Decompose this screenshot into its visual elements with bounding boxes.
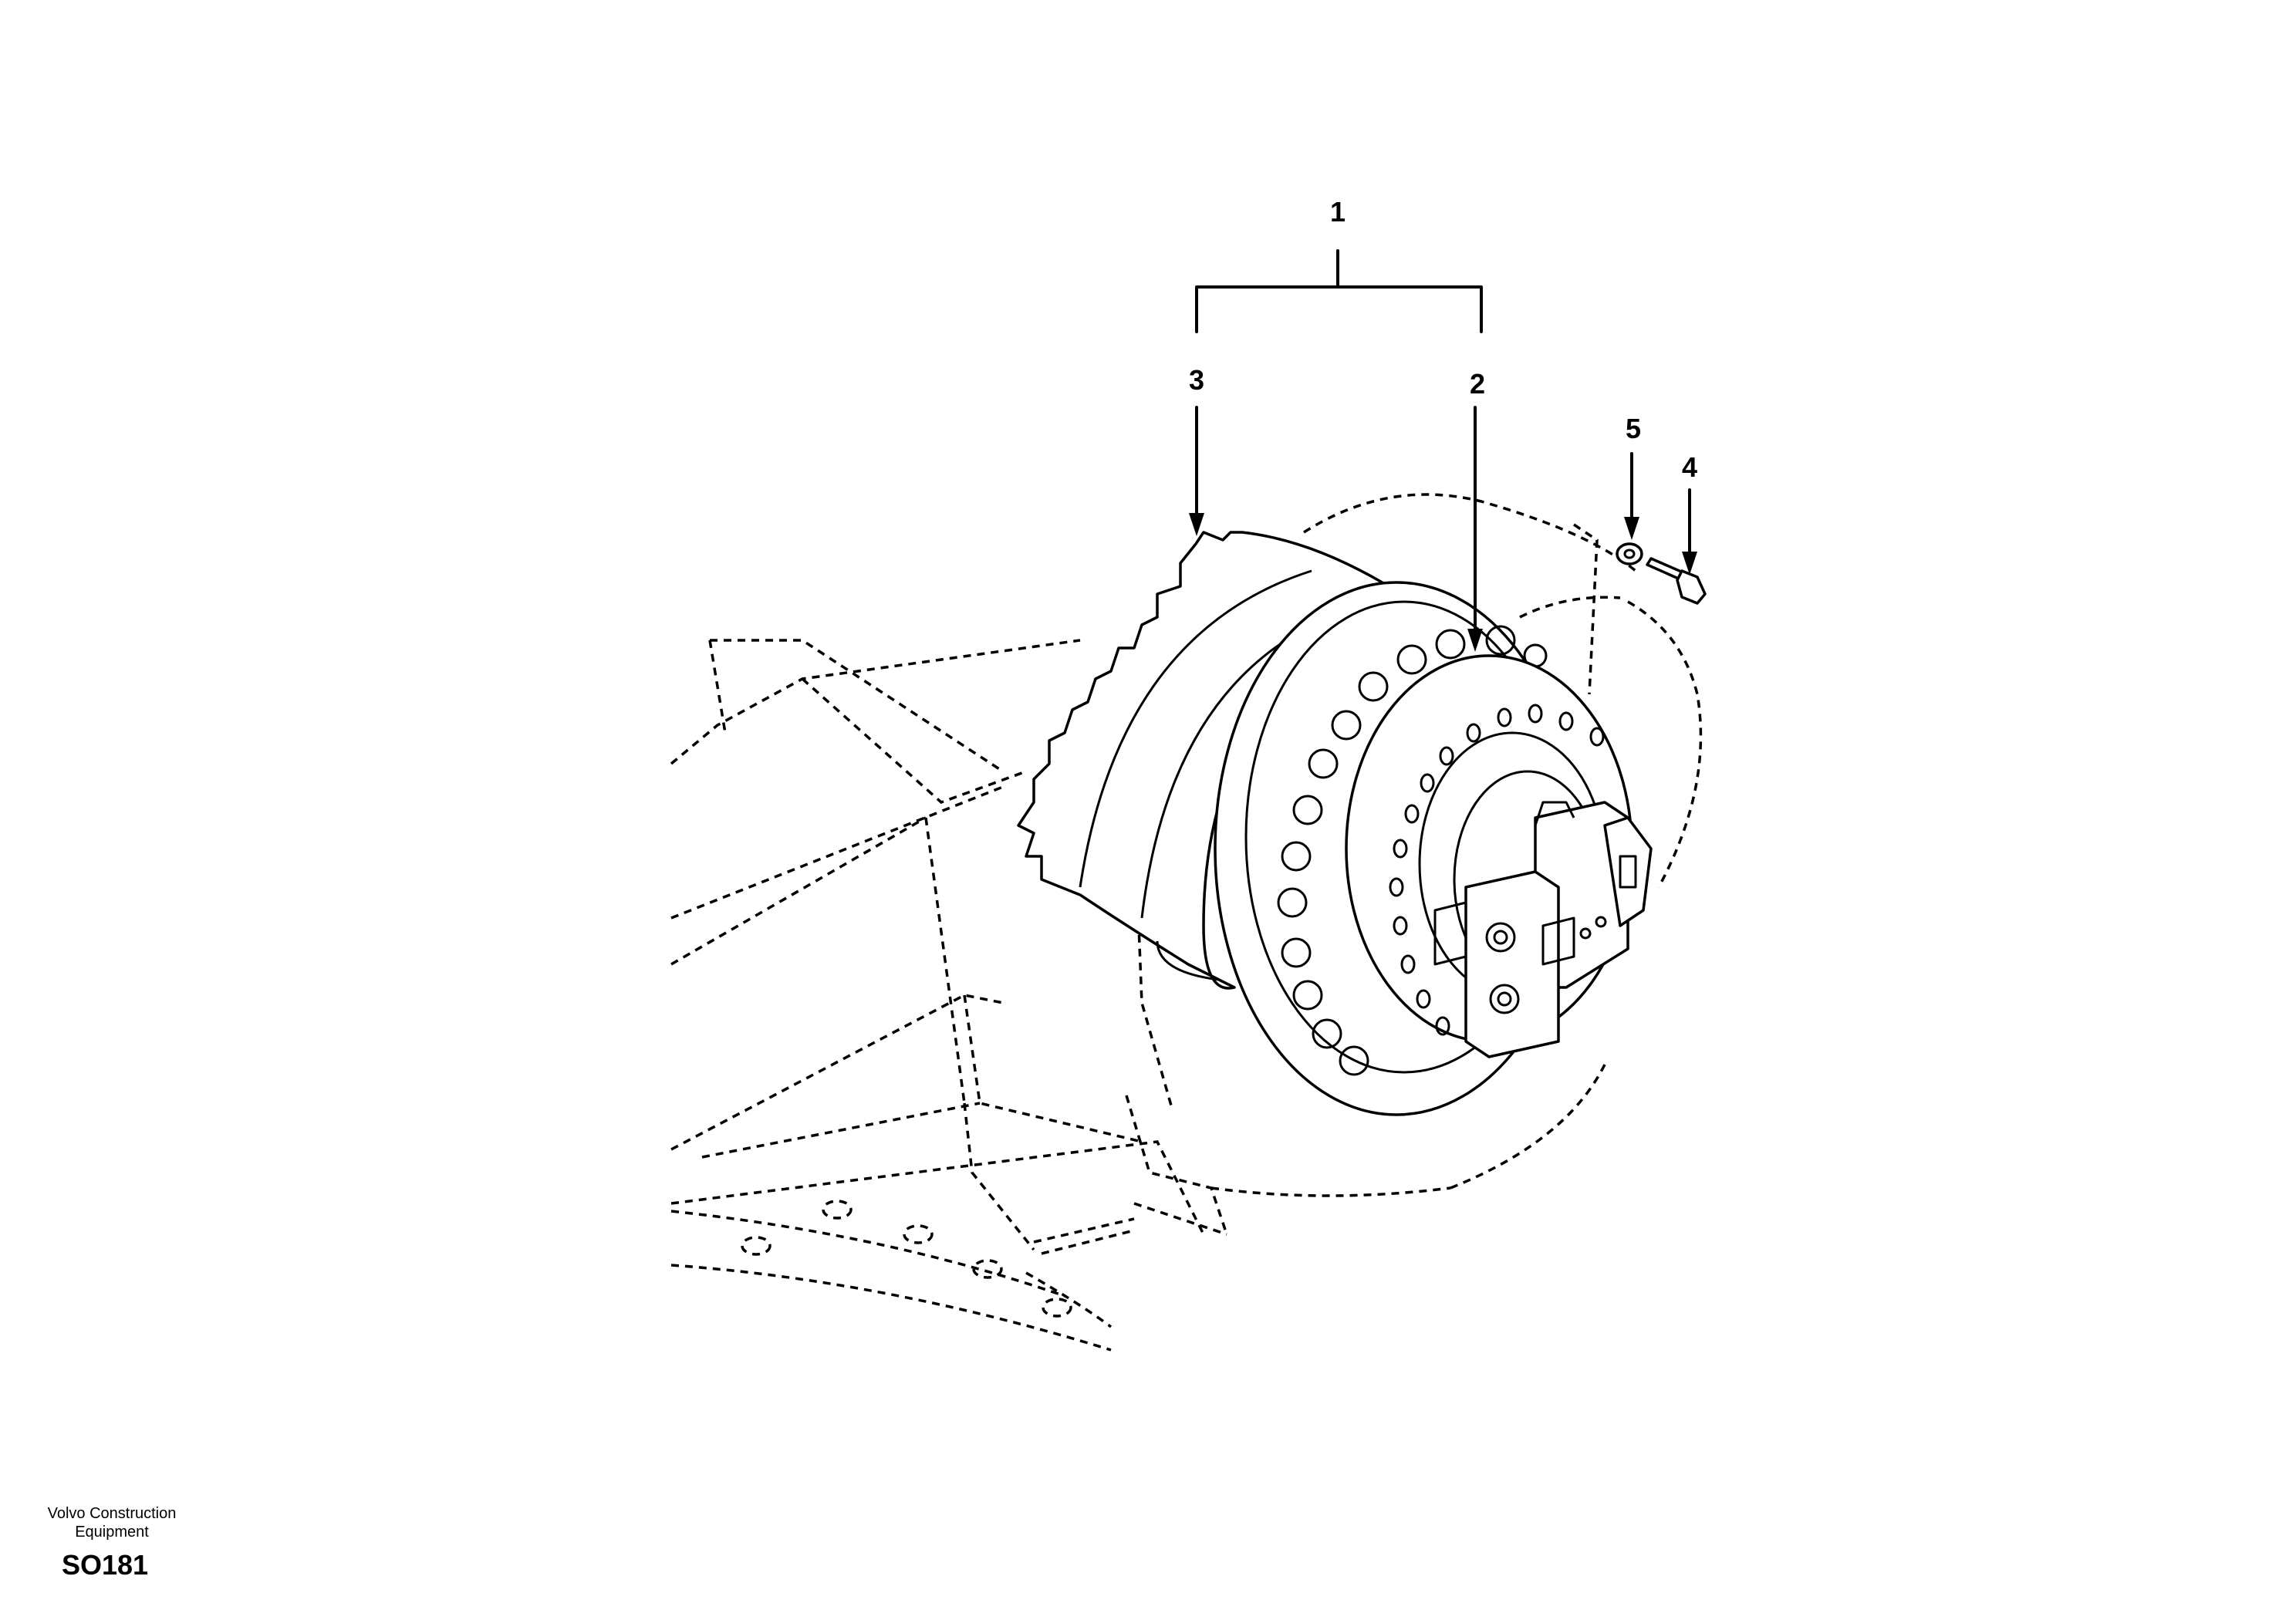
valve-block bbox=[1433, 801, 1653, 1058]
callout-2: 2 bbox=[1470, 368, 1485, 400]
callout-5: 5 bbox=[1626, 413, 1641, 444]
track-frame-phantom bbox=[670, 639, 1228, 1352]
bolt-holes bbox=[1389, 704, 1605, 1036]
washer bbox=[1616, 542, 1643, 565]
drive-housing-phantom bbox=[1133, 493, 1703, 1197]
drawing-code: SO181 bbox=[62, 1549, 149, 1581]
bolt bbox=[1646, 557, 1707, 605]
callout-leaders bbox=[1189, 249, 1697, 652]
brand-caption: Volvo Construction Equipment bbox=[47, 1505, 177, 1541]
travel-motor-assembly bbox=[1017, 531, 1653, 1116]
callout-1: 1 bbox=[1330, 196, 1346, 228]
callout-3: 3 bbox=[1189, 364, 1204, 396]
flange-scallops bbox=[1277, 625, 1548, 1076]
callout-4: 4 bbox=[1682, 451, 1697, 483]
